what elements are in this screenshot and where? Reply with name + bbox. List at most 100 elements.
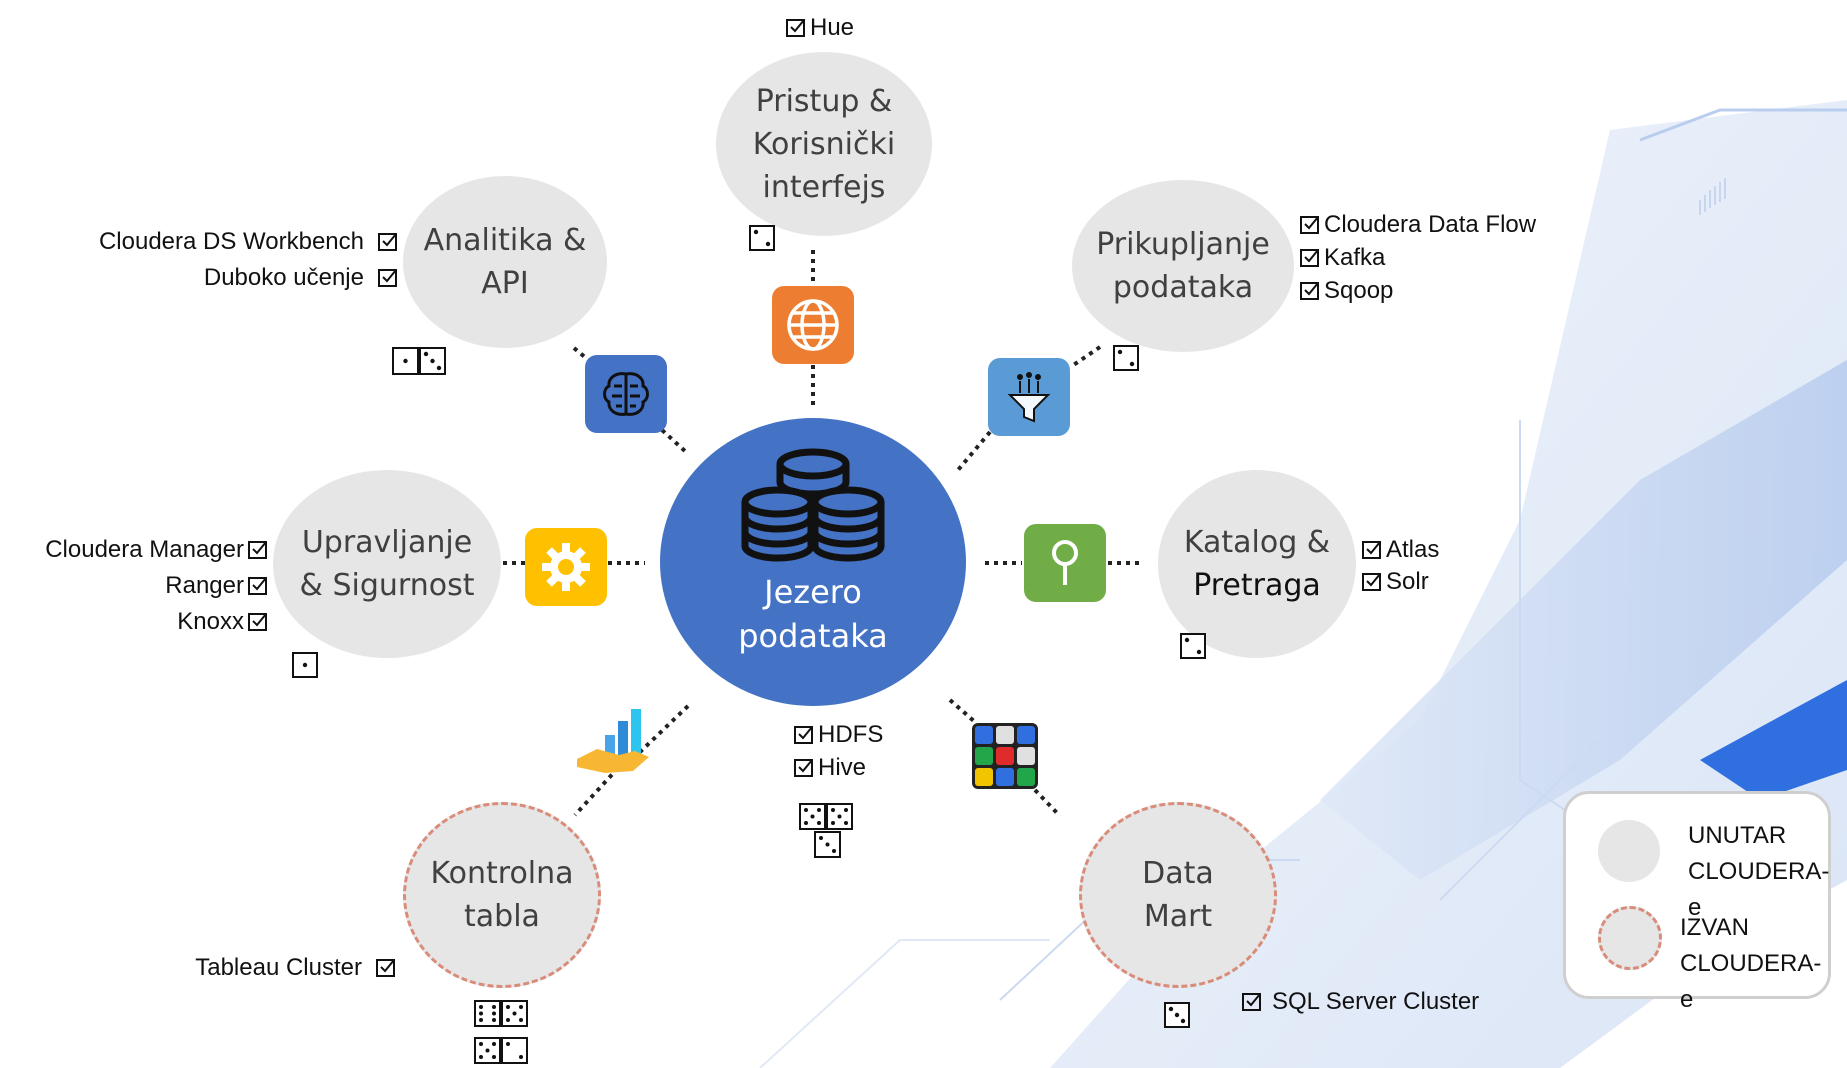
datamart-items: SQL Server Cluster bbox=[1242, 984, 1479, 1020]
item-cloudera-ds-workbench: Cloudera DS Workbench bbox=[98, 228, 364, 255]
connector-ingest-upper bbox=[1070, 345, 1102, 368]
checkbox-icon bbox=[1300, 248, 1319, 267]
gear-icon bbox=[542, 543, 590, 591]
node-datamart-line1: Data bbox=[1142, 856, 1214, 891]
search-icon bbox=[1052, 540, 1078, 585]
center-data-lake: Jezero podataka bbox=[660, 418, 966, 706]
node-catalog: Katalog & Pretraga bbox=[1158, 470, 1356, 658]
legend-outside-swatch bbox=[1598, 906, 1662, 970]
chart-hand-icon bbox=[577, 709, 649, 773]
die-icon bbox=[799, 803, 853, 858]
checkbox-icon bbox=[1300, 281, 1319, 300]
connector-analytics-lower bbox=[660, 428, 688, 454]
node-ingest: Prikupljanje podataka bbox=[1072, 180, 1294, 352]
database-icon bbox=[741, 448, 885, 562]
node-dashboard-line2: tabla bbox=[464, 899, 540, 934]
list-item: Tableau Cluster bbox=[150, 950, 396, 986]
list-item: Hive bbox=[794, 751, 883, 784]
item-sqoop: Sqoop bbox=[1324, 277, 1394, 304]
checkbox-icon bbox=[1362, 573, 1381, 591]
item-solr: Solr bbox=[1386, 568, 1429, 595]
node-analytics-line1: Analitika & bbox=[423, 223, 587, 258]
gear-tile bbox=[525, 528, 607, 606]
legend-inside-swatch bbox=[1598, 820, 1660, 882]
checkbox-icon bbox=[376, 959, 395, 977]
globe-icon bbox=[787, 299, 839, 351]
funnel-tile bbox=[988, 358, 1070, 436]
legend-outside-label: IZVAN CLOUDERA-e bbox=[1680, 910, 1828, 1018]
legend-inside-line1: UNUTAR bbox=[1688, 822, 1787, 849]
analytics-items: Cloudera DS Workbench Duboko učenje bbox=[60, 224, 398, 296]
list-item: Atlas bbox=[1362, 534, 1439, 566]
list-item: SQL Server Cluster bbox=[1242, 984, 1479, 1020]
list-item: Solr bbox=[1362, 566, 1439, 598]
list-item: Knoxx bbox=[10, 604, 268, 640]
node-dashboard: Kontrolna tabla bbox=[403, 802, 601, 988]
node-datamart-line2: Mart bbox=[1143, 899, 1213, 934]
node-governance-line2: & Sigurnost bbox=[299, 568, 475, 603]
node-ingest-line2: podataka bbox=[1112, 270, 1254, 305]
item-kafka: Kafka bbox=[1324, 244, 1386, 271]
node-analytics: Analitika & API bbox=[403, 176, 607, 348]
list-item: HDFS bbox=[794, 718, 883, 751]
ingest-items: Cloudera Data Flow Kafka Sqoop bbox=[1300, 208, 1536, 307]
item-tableau-cluster: Tableau Cluster bbox=[195, 954, 362, 981]
cube-icon bbox=[972, 723, 1038, 789]
die-icon bbox=[1113, 345, 1139, 371]
checkbox-icon bbox=[248, 613, 267, 631]
die-icon bbox=[749, 225, 775, 251]
connector-dashboard-lower bbox=[573, 766, 620, 817]
item-cloudera-manager: Cloudera Manager bbox=[45, 536, 244, 563]
item-atlas: Atlas bbox=[1386, 536, 1440, 563]
center-line2: podataka bbox=[738, 617, 888, 655]
item-sql-server-cluster: SQL Server Cluster bbox=[1272, 988, 1480, 1015]
center-items: HDFS Hive bbox=[794, 718, 883, 784]
checkbox-icon bbox=[248, 577, 267, 595]
checkbox-icon bbox=[1362, 541, 1381, 559]
node-access-line3: interfejs bbox=[762, 169, 886, 205]
die-icon bbox=[1164, 1002, 1190, 1028]
catalog-items: Atlas Solr bbox=[1362, 534, 1439, 598]
node-catalog-line2: Pretraga bbox=[1193, 568, 1321, 603]
connector-dashboard-upper bbox=[638, 704, 690, 754]
governance-items: Cloudera Manager Ranger Knoxx bbox=[10, 532, 268, 640]
item-ranger: Ranger bbox=[165, 572, 244, 599]
brain-tile bbox=[585, 355, 667, 433]
list-item: Cloudera Manager bbox=[10, 532, 268, 568]
connector-datamart-lower bbox=[1033, 788, 1062, 818]
node-governance-line1: Upravljanje bbox=[301, 525, 473, 560]
legend-inside-line2: CLOUDERA-e bbox=[1688, 858, 1830, 921]
node-analytics-line2: API bbox=[481, 266, 529, 301]
list-item: Sqoop bbox=[1300, 274, 1536, 307]
brain-icon bbox=[603, 372, 649, 416]
node-catalog-line1: Katalog & bbox=[1183, 525, 1331, 560]
search-tile bbox=[1024, 524, 1106, 602]
checkbox-icon bbox=[378, 269, 397, 287]
list-item: Cloudera DS Workbench bbox=[60, 224, 398, 260]
list-item: Kafka bbox=[1300, 241, 1536, 274]
item-hue: Hue bbox=[810, 14, 855, 41]
item-hdfs: HDFS bbox=[818, 721, 884, 748]
center-line1: Jezero bbox=[764, 573, 862, 611]
die-icon bbox=[474, 1000, 528, 1064]
checkbox-icon bbox=[794, 725, 813, 744]
die-icon bbox=[392, 347, 446, 375]
legend-inside-label: UNUTAR CLOUDERA-e bbox=[1688, 818, 1829, 926]
list-item: Duboko učenje bbox=[60, 260, 398, 296]
connector-ingest-lower bbox=[956, 430, 992, 472]
checkbox-icon bbox=[1300, 215, 1319, 234]
checkbox-icon bbox=[794, 758, 813, 777]
die-icon bbox=[292, 652, 318, 678]
list-item: Ranger bbox=[10, 568, 268, 604]
node-ingest-line1: Prikupljanje bbox=[1096, 227, 1270, 262]
node-access-line1: Pristup & bbox=[755, 83, 893, 119]
node-access: Pristup & Korisnički interfejs bbox=[716, 52, 932, 236]
list-item: Hue bbox=[786, 10, 854, 46]
node-dashboard-line1: Kontrolna bbox=[430, 856, 574, 891]
legend-outside-line2: CLOUDERA-e bbox=[1680, 950, 1822, 1013]
node-datamart: Data Mart bbox=[1079, 802, 1277, 988]
checkbox-icon bbox=[1242, 993, 1261, 1011]
item-duboko-ucenje: Duboko učenje bbox=[203, 264, 364, 291]
checkbox-icon bbox=[786, 19, 805, 37]
